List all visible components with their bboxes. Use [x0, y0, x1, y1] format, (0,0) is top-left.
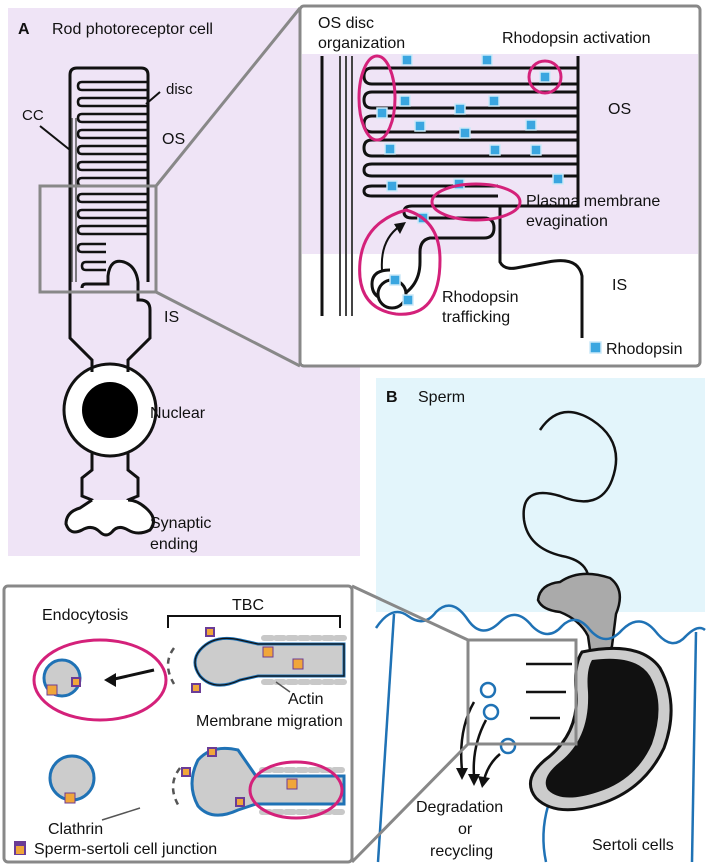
rhodopsin-marker: [481, 54, 493, 66]
clathrin-coat-top: [166, 647, 176, 685]
inset-a-cilium: [339, 56, 353, 316]
rhodopsin-marker: [454, 103, 466, 115]
connecting-cilium: [71, 118, 77, 282]
synaptic-ending-shape: [64, 498, 155, 537]
rhodopsin-marker: [389, 274, 401, 286]
vesicle: [499, 737, 517, 755]
zoom-box-a: [38, 184, 158, 294]
sertoli-boundary-bottom: [542, 805, 550, 863]
inset-a-is: IS: [612, 277, 627, 294]
vesicle: [482, 703, 500, 721]
rhodopsin-marker: [402, 294, 414, 306]
label-cc: CC: [22, 107, 44, 124]
sperm-head-nucleus: [545, 658, 659, 798]
panel-a-letter: A: [18, 21, 30, 38]
inset-b-clathrin: Clathrin: [48, 821, 103, 838]
zoom-line-b-bottom: [350, 742, 470, 864]
panel-b-degradation-1: Degradation: [416, 799, 503, 816]
rhodopsin-marker: [539, 71, 551, 83]
highlight-ellipse: [527, 59, 563, 95]
cc-pointer: [39, 125, 71, 151]
panel-b-degradation-2: or: [458, 821, 473, 838]
legend-rhodopsin-swatch: [589, 341, 602, 354]
rhodopsin-marker: [552, 173, 564, 185]
rhodopsin-marker: [386, 180, 398, 192]
label-synaptic-1: Synaptic: [150, 515, 211, 532]
sertoli-membrane: [374, 604, 706, 645]
nuclear-region: [62, 362, 158, 510]
panel-b-letter: B: [386, 389, 398, 406]
highlight-ellipse: [357, 54, 397, 142]
tbc-bracket: [167, 615, 341, 628]
rhodopsin-marker: [414, 120, 426, 132]
migration-ellipse: [248, 760, 344, 820]
sperm-tail: [522, 410, 618, 591]
highlight-ellipses: [357, 54, 563, 316]
sertoli-boundary-left: [376, 613, 396, 863]
zoom-line-a-bottom: [155, 290, 301, 368]
clathrin-coat-bottom: [171, 767, 182, 809]
inset-a-os-right-membrane: [412, 56, 580, 208]
inset-a-is-membrane: [370, 204, 496, 302]
label-disc: disc: [166, 81, 193, 98]
inset-a-os-disc-2: organization: [318, 35, 405, 52]
inset-a-is-bg: [302, 254, 698, 364]
inset-a-discs: [362, 66, 578, 198]
zoom-line-a-top: [154, 7, 302, 187]
inset-b-endocytosis: Endocytosis: [42, 607, 128, 624]
trafficking-arrowhead: [394, 222, 406, 234]
inset-a-plasma-2: evagination: [526, 213, 608, 230]
inset-a-plasma-1: Plasma membrane: [526, 193, 660, 210]
panel-a-title: Rod photoreceptor cell: [52, 21, 213, 38]
inset-a-os: OS: [608, 101, 631, 118]
legend-junction-swatch: [14, 841, 26, 855]
inset-a-trafficking-1: Rhodopsin: [442, 289, 519, 306]
panel-b-degradation-3: recycling: [430, 843, 493, 860]
rhodopsin-marker: [384, 143, 396, 155]
panel-b-title: Sperm: [418, 389, 465, 406]
highlight-ellipse: [358, 208, 442, 316]
clathrin-pointer: [101, 807, 141, 821]
sertoli-boundary-right: [690, 631, 698, 863]
inset-b-actin: Actin: [288, 691, 324, 708]
rhodopsin-marker: [399, 95, 411, 107]
disc-pointer: [145, 91, 161, 105]
rhodopsin-marker: [530, 144, 542, 156]
panel-b-sertoli: Sertoli cells: [592, 837, 674, 854]
inset-a-is-outline: [498, 206, 584, 338]
rhodopsin-marker: [489, 144, 501, 156]
inset-a-trafficking-2: trafficking: [442, 309, 510, 326]
degradation-arrowheads: [456, 768, 490, 788]
inset-a-rhodopsin-activation: Rhodopsin activation: [502, 30, 651, 47]
tbc-tubes: [526, 662, 572, 720]
zoom-line-b-top: [351, 584, 469, 642]
endocytosis-arrowhead: [104, 673, 116, 687]
rhodopsin-marker: [401, 54, 413, 66]
vesicle: [479, 681, 497, 699]
highlight-ellipse: [430, 182, 522, 222]
actin-pointer: [275, 681, 291, 693]
legend-rhodopsin-label: Rhodopsin: [606, 341, 683, 358]
label-is: IS: [164, 309, 179, 326]
inset-b-tbc: TBC: [232, 597, 264, 614]
tbc-structure-bottom: [190, 746, 346, 817]
inset-b-membrane-migration: Membrane migration: [196, 713, 343, 730]
rhodopsin-marker: [376, 107, 388, 119]
zoom-box-b: [466, 638, 578, 746]
rhodopsin-markers: [376, 54, 564, 306]
rhodopsin-marker: [459, 127, 471, 139]
junction-markers: [46, 627, 304, 807]
tbc-structure-top-outline: [194, 637, 345, 686]
rhodopsin-marker: [488, 95, 500, 107]
rhodopsin-marker: [525, 119, 537, 131]
endocytosis-ellipse: [32, 638, 168, 722]
label-nuclear: Nuclear: [150, 405, 206, 422]
legend-junction-label: Sperm-sertoli cell junction: [34, 841, 217, 858]
inset-a-os-disc-1: OS disc: [318, 15, 374, 32]
label-os: OS: [162, 131, 185, 148]
label-synaptic-2: ending: [150, 536, 198, 553]
